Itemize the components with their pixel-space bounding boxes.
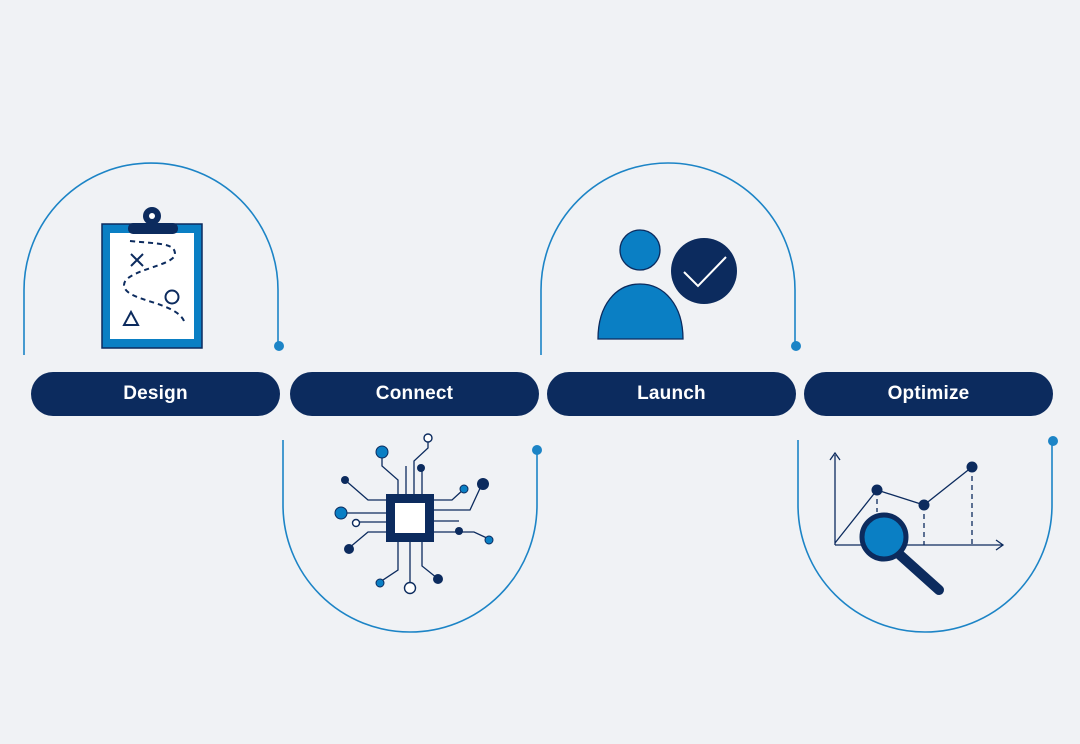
step-connect: Connect — [290, 372, 539, 416]
step-optimize: Optimize — [804, 372, 1053, 416]
step-connect-label: Connect — [375, 383, 454, 404]
clipboard-strategy-icon — [101, 207, 203, 349]
step-design: Design — [31, 372, 280, 416]
connect-arc — [282, 440, 538, 633]
launch-arc — [540, 162, 796, 355]
design-arc-end-dot — [274, 341, 284, 351]
optimize-arc-end-dot — [1048, 436, 1058, 446]
chart-magnifier-icon — [829, 451, 1005, 595]
optimize-arc — [797, 440, 1053, 633]
step-optimize-label: Optimize — [887, 383, 970, 404]
step-launch: Launch — [547, 372, 796, 416]
connect-arc-end-dot — [532, 445, 542, 455]
step-launch-label: Launch — [637, 383, 706, 404]
circuit-chip-icon — [334, 433, 494, 595]
launch-arc-end-dot — [791, 341, 801, 351]
design-arc — [23, 162, 279, 355]
step-design-label: Design — [123, 383, 188, 404]
user-check-icon — [597, 229, 737, 340]
